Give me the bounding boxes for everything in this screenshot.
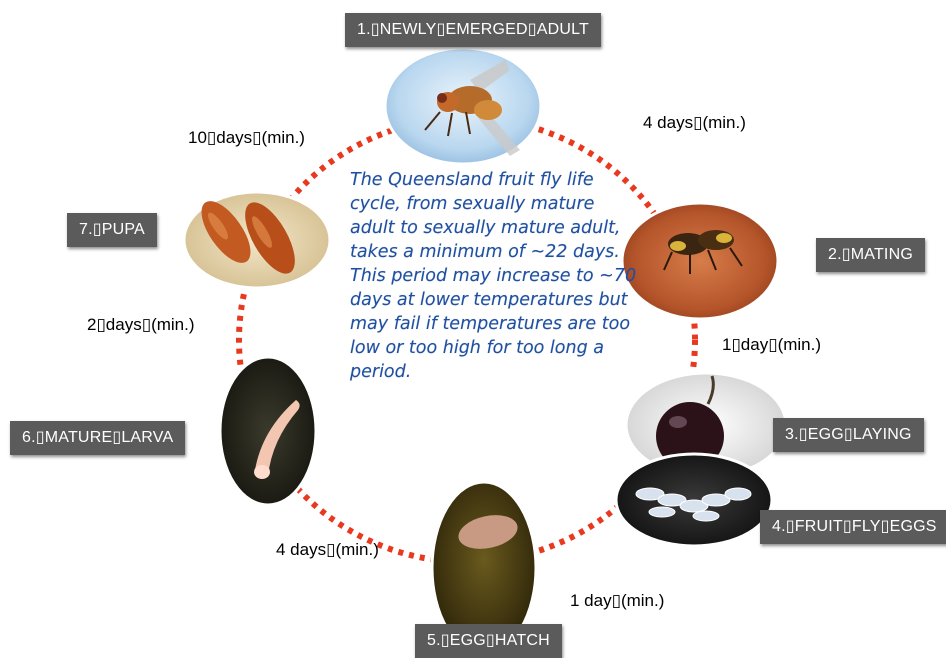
mature-larva-image — [220, 357, 316, 505]
duration-adult-to-mating: 4 days▯(min.) — [643, 113, 746, 133]
duration-pupa-to-adult: 10▯days▯(min.) — [188, 128, 305, 148]
stage-label-egg-laying: 3.▯EGG▯LAYING — [773, 418, 924, 452]
stage-label-egg-hatch: 5.▯EGG▯HATCH — [415, 624, 562, 658]
stage-label-adult: 1.▯NEWLY▯EMERGED▯ADULT — [345, 13, 601, 47]
duration-larva-to-pupa: 2▯days▯(min.) — [87, 315, 195, 335]
stage-label-mating: 2.▯MATING — [816, 238, 925, 272]
pupa-image — [184, 192, 330, 288]
duration-mating-to-laying: 1▯day▯(min.) — [722, 335, 821, 355]
life-cycle-description: The Queensland fruit fly life cycle, fro… — [350, 168, 640, 384]
duration-hatch-to-larva: 4 days▯(min.) — [276, 540, 379, 560]
duration-eggs-to-hatch: 1 day▯(min.) — [570, 591, 664, 611]
stage-label-pupa: 7.▯PUPA — [67, 213, 157, 247]
fruit-fly-eggs-image — [616, 454, 772, 546]
stage-label-mature-larva: 6.▯MATURE▯LARVA — [10, 421, 185, 455]
stage-label-fruit-fly-eggs: 4.▯FRUIT▯FLY▯EGGS — [760, 510, 946, 544]
mating-image — [622, 203, 778, 319]
adult-fly-image — [385, 48, 541, 164]
